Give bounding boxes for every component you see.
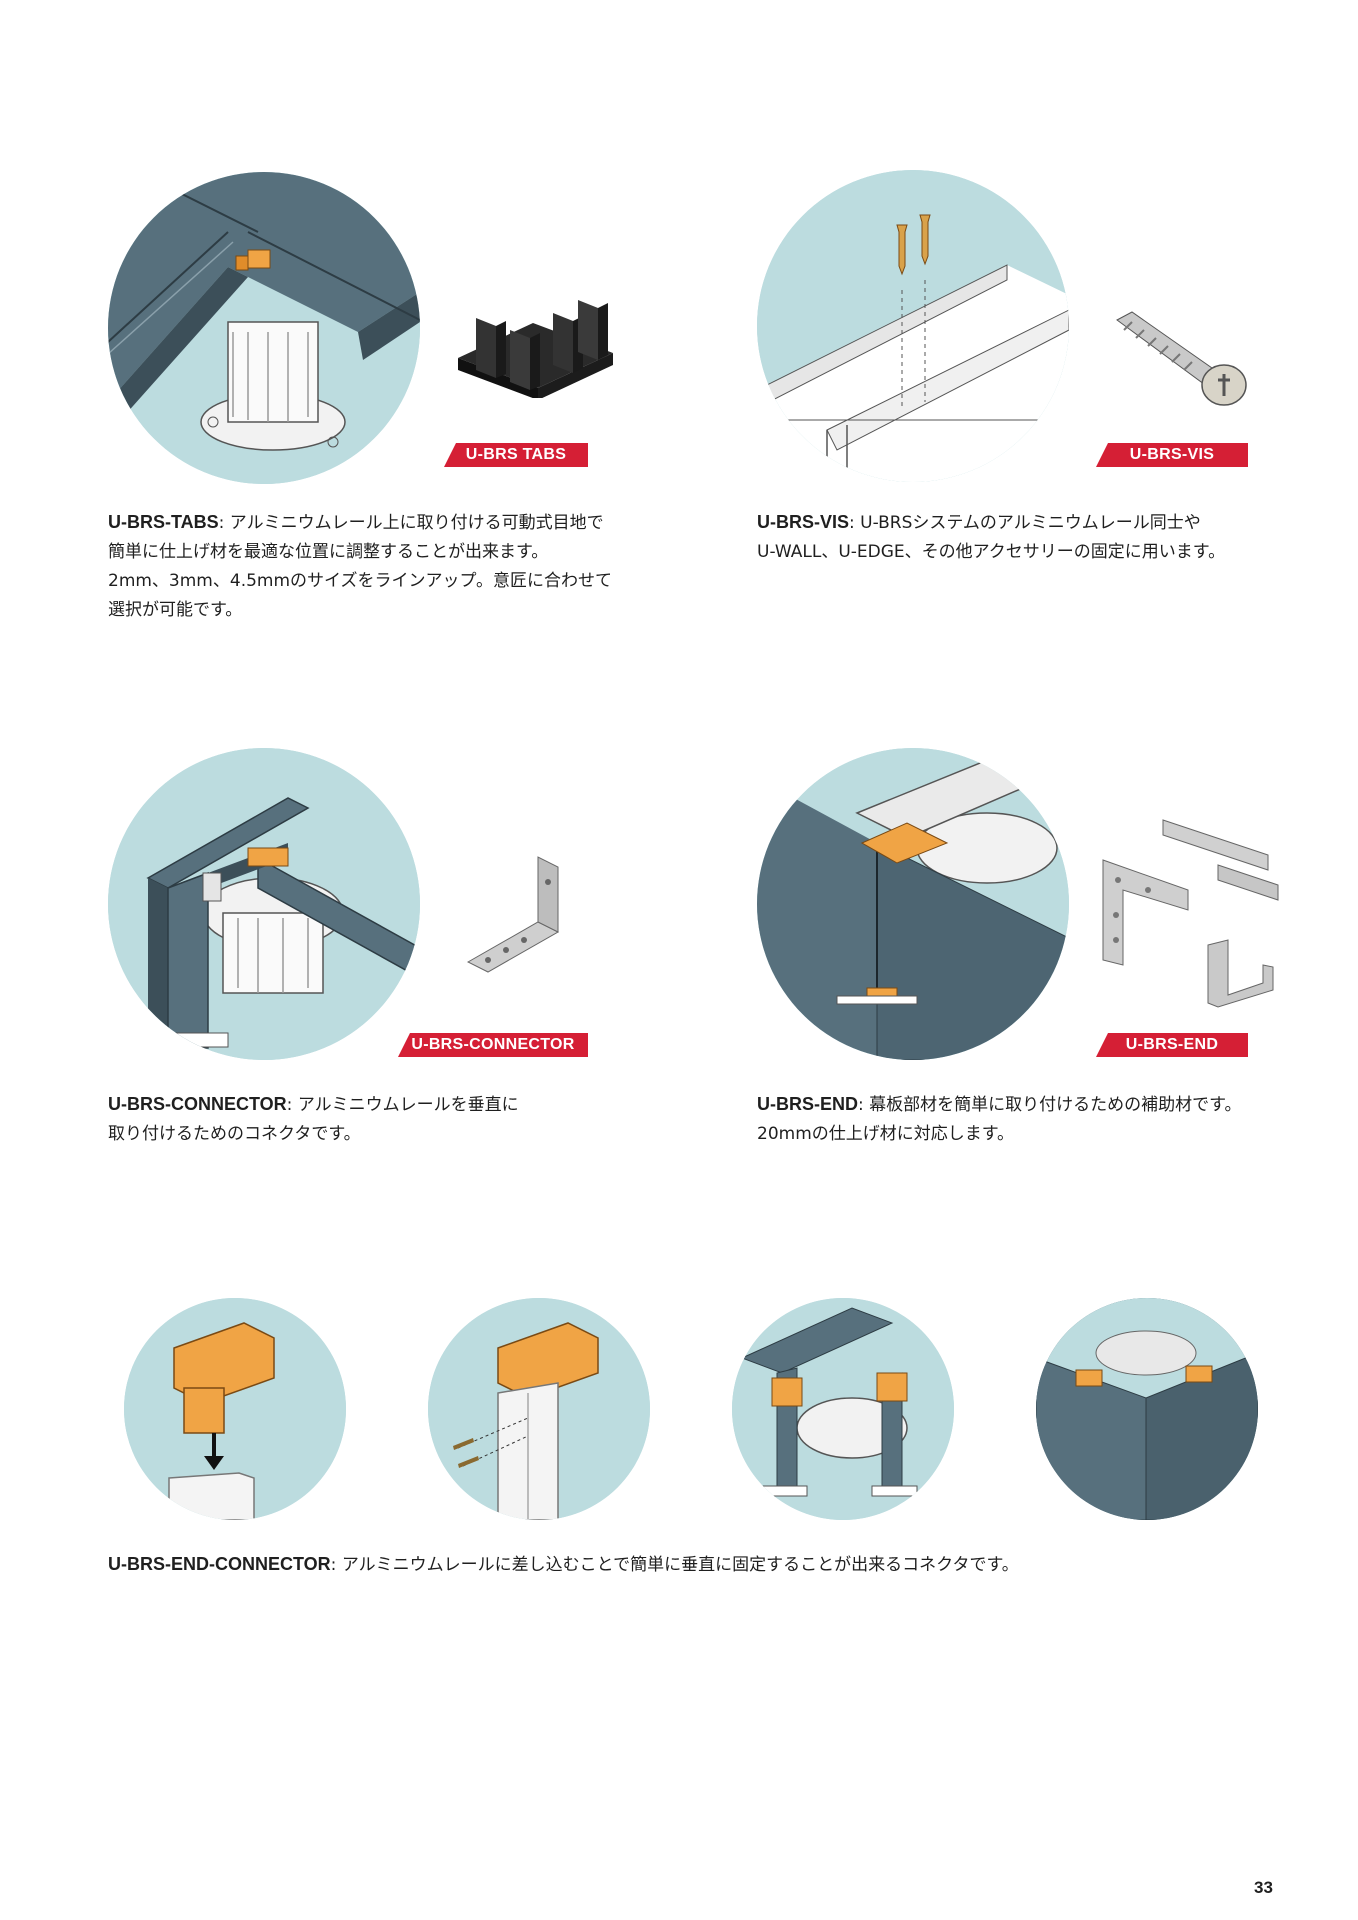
tabs-text-1: アルミニウムレール上に取り付ける可動式目地で xyxy=(229,513,604,533)
connector-product-name: U-BRS-CONNECTOR xyxy=(108,1094,287,1114)
tabs-product-image xyxy=(448,278,623,400)
vis-text-2: U-WALL、U-EDGE、その他アクセサリーの固定に用います。 xyxy=(757,542,1226,562)
connector-line-1: U-BRS-CONNECTOR: アルミニウムレールを垂直に xyxy=(108,1090,668,1120)
end-text-2: 20mmの仕上げ材に対応します。 xyxy=(757,1124,1015,1144)
vis-product-image xyxy=(1112,300,1262,410)
tabs-scene-image xyxy=(108,172,420,484)
connector-description: U-BRS-CONNECTOR: アルミニウムレールを垂直に 取り付けるためのコ… xyxy=(108,1090,668,1149)
end-scene-image xyxy=(757,748,1069,1060)
tabs-product-tag: U-BRS TABS xyxy=(444,443,588,467)
tabs-text-4: 選択が可能です。 xyxy=(108,600,243,620)
end-illustration xyxy=(757,748,1069,1060)
end-connector-description: U-BRS-END-CONNECTOR: アルミニウムレールに差し込むことで簡単… xyxy=(108,1550,1258,1580)
end-connector-step-2 xyxy=(428,1298,650,1520)
vis-product-tag: U-BRS-VIS xyxy=(1096,443,1248,467)
end-connector-product-name: U-BRS-END-CONNECTOR xyxy=(108,1554,331,1574)
end-connector-line-1: U-BRS-END-CONNECTOR: アルミニウムレールに差し込むことで簡単… xyxy=(108,1550,1258,1580)
end-line-1: U-BRS-END: 幕板部材を簡単に取り付けるための補助材です。 xyxy=(757,1090,1347,1120)
vis-separator: : xyxy=(849,513,861,533)
end-connector-step-2-image xyxy=(428,1298,650,1520)
vis-description: U-BRS-VIS: U-BRSシステムのアルミニウムレール同士や U-WALL… xyxy=(757,508,1337,567)
end-connector-step-1-image xyxy=(124,1298,346,1520)
page-number: 33 xyxy=(1254,1878,1273,1897)
connector-product-image xyxy=(458,852,588,992)
vis-scene-image xyxy=(757,170,1069,482)
connector-illustration xyxy=(108,748,420,1060)
connector-product-tag: U-BRS-CONNECTOR xyxy=(398,1033,588,1057)
end-separator: : xyxy=(858,1095,870,1115)
tabs-text-3: 2mm、3mm、4.5mmのサイズをラインアップ。意匠に合わせて xyxy=(108,571,613,591)
tabs-text-2: 簡単に仕上げ材を最適な位置に調整することが出来ます。 xyxy=(108,542,549,562)
vis-product-name: U-BRS-VIS xyxy=(757,512,850,532)
end-text-1: 幕板部材を簡単に取り付けるための補助材です。 xyxy=(869,1095,1242,1115)
tabs-description: U-BRS-TABS: アルミニウムレール上に取り付ける可動式目地で 簡単に仕上… xyxy=(108,508,668,625)
tabs-line-1: U-BRS-TABS: アルミニウムレール上に取り付ける可動式目地で xyxy=(108,508,668,538)
vis-text-1: U-BRSシステムのアルミニウムレール同士や xyxy=(860,513,1201,533)
end-connector-step-1 xyxy=(124,1298,346,1520)
end-product-image xyxy=(1098,815,1288,1015)
end-connector-text-1: アルミニウムレールに差し込むことで簡単に垂直に固定することが出来るコネクタです。 xyxy=(341,1555,1019,1575)
end-product-tag: U-BRS-END xyxy=(1096,1033,1248,1057)
tabs-product-name: U-BRS-TABS xyxy=(108,512,219,532)
connector-text-2: 取り付けるためのコネクタです。 xyxy=(108,1124,361,1144)
end-description: U-BRS-END: 幕板部材を簡単に取り付けるための補助材です。 20mmの仕… xyxy=(757,1090,1347,1149)
connector-scene-image xyxy=(108,748,420,1060)
end-connector-step-4-image xyxy=(1036,1298,1258,1520)
connector-text-1: アルミニウムレールを垂直に xyxy=(297,1095,519,1115)
end-connector-step-3-image xyxy=(732,1298,954,1520)
vis-illustration xyxy=(757,170,1069,482)
tabs-separator: : xyxy=(218,513,230,533)
end-connector-separator: : xyxy=(330,1555,342,1575)
tabs-illustration xyxy=(108,172,420,484)
end-connector-step-4 xyxy=(1036,1298,1258,1520)
end-product-name: U-BRS-END xyxy=(757,1094,858,1114)
connector-separator: : xyxy=(286,1095,298,1115)
end-connector-step-3 xyxy=(732,1298,954,1520)
vis-line-1: U-BRS-VIS: U-BRSシステムのアルミニウムレール同士や xyxy=(757,508,1337,538)
